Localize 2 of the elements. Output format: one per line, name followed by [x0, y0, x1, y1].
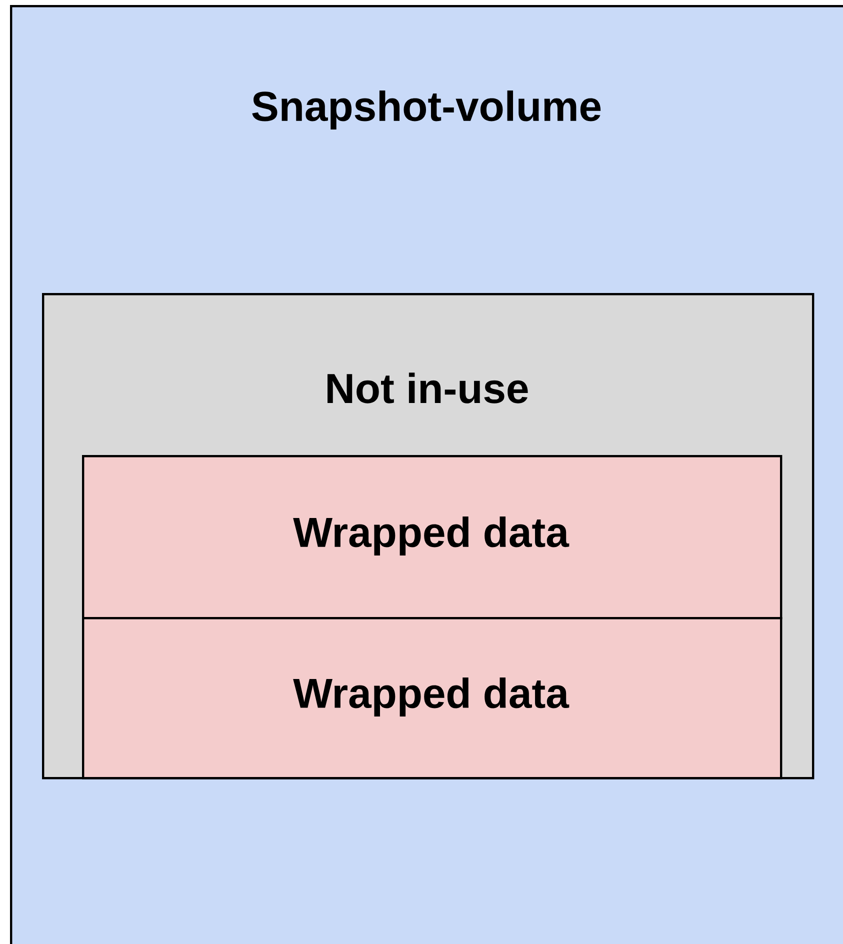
data-box: Wrapped data	[82, 617, 782, 780]
data-box: Wrapped data	[82, 455, 782, 620]
